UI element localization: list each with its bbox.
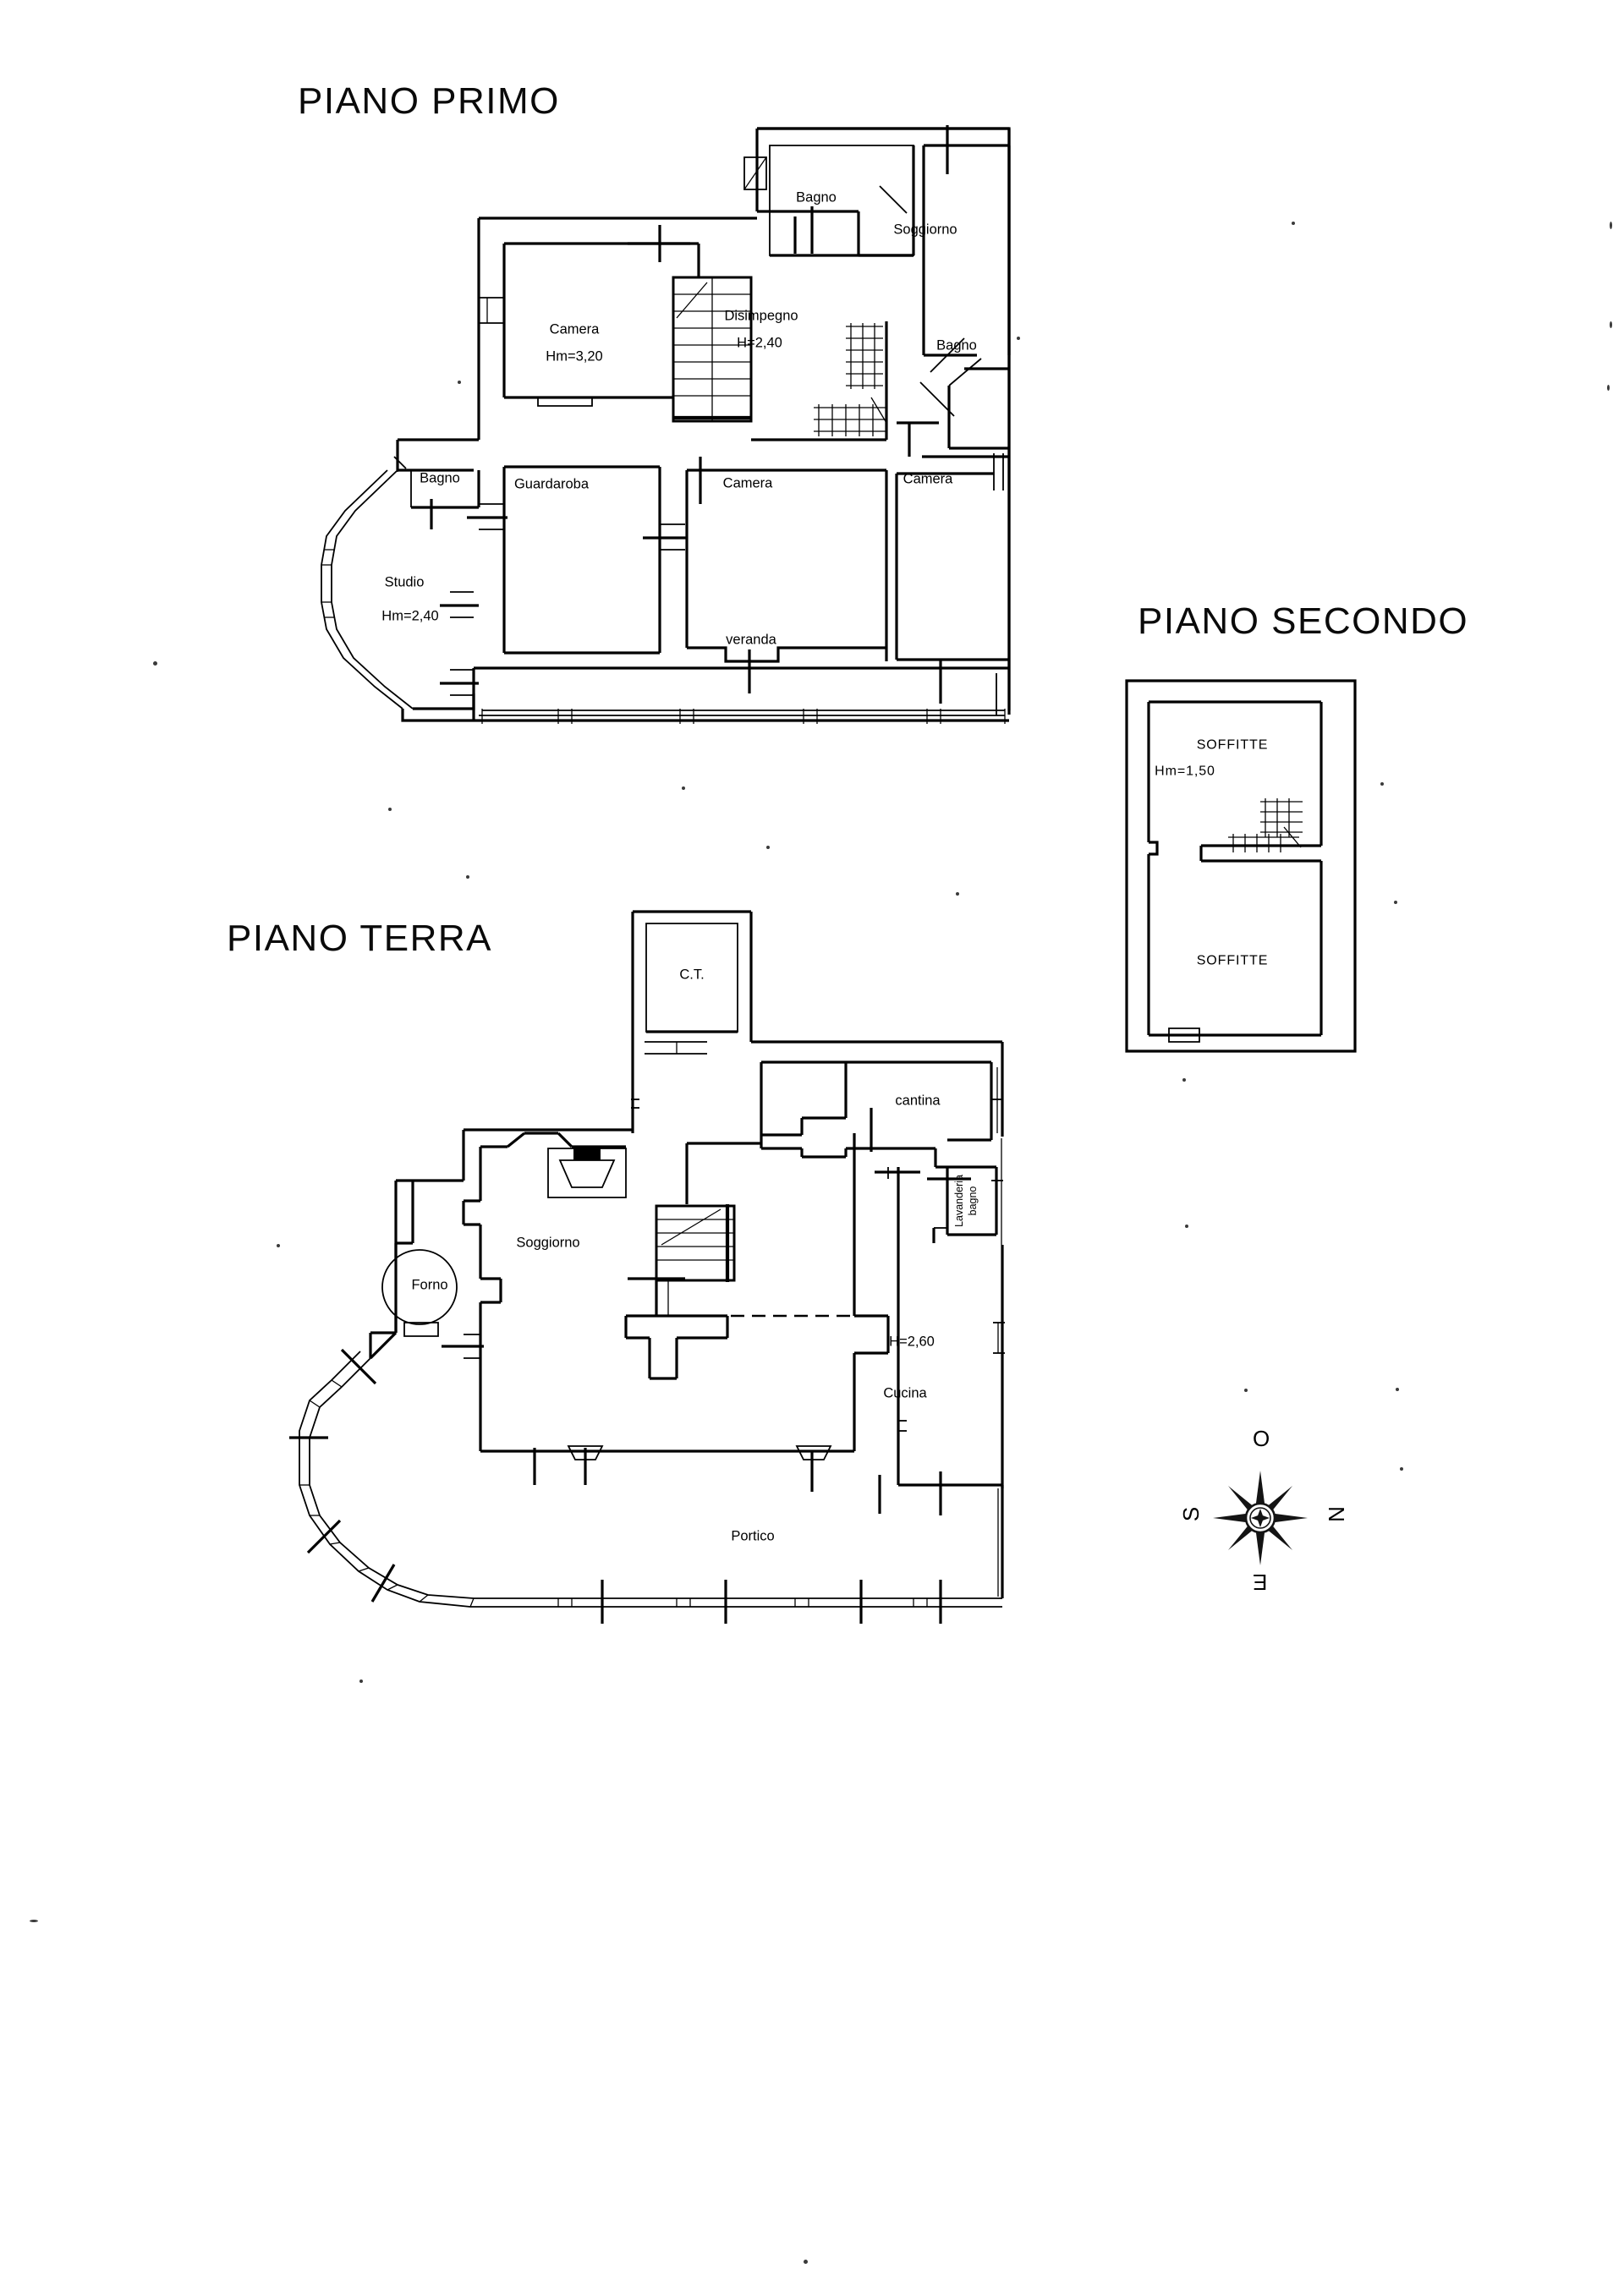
- room-label-bagno-left: Bagno: [420, 470, 460, 486]
- room-label-forno: Forno: [411, 1277, 448, 1293]
- page-title-ground-floor: PIANO TERRA: [227, 918, 492, 959]
- room-height-cucina: H=2,60: [889, 1334, 935, 1350]
- room-label-cucina: Cucina: [883, 1385, 927, 1401]
- room-label-soggiorno-gf: Soggiorno: [516, 1235, 580, 1251]
- room-label-soffitte-upper: SOFFITTE: [1196, 737, 1269, 753]
- room-height-camera-nw: Hm=3,20: [546, 348, 603, 364]
- room-height-disimpegno: H=2,40: [737, 335, 782, 351]
- compass-label-north: N: [1323, 1506, 1349, 1522]
- room-label-bagno-right: Bagno: [936, 337, 977, 353]
- room-height-studio: Hm=2,40: [381, 608, 439, 624]
- room-label-camera-nw: Camera: [549, 321, 600, 337]
- room-label-bagno-lavanderia: bagno: [967, 1186, 979, 1216]
- room-label-soggiorno: Soggiorno: [893, 222, 957, 238]
- room-label-lavanderia: Lavanderia: [953, 1175, 965, 1227]
- room-label-camera-east: Camera: [903, 471, 953, 487]
- room-height-soffitte-upper: Hm=1,50: [1155, 764, 1215, 779]
- room-label-portico: Portico: [731, 1528, 775, 1544]
- room-label-disimpegno: Disimpegno: [724, 308, 798, 324]
- room-label-studio: Studio: [384, 574, 425, 590]
- compass-rose-icon: [1213, 1471, 1308, 1565]
- page-title-first-floor: PIANO PRIMO: [298, 80, 560, 122]
- page-title-second-floor: PIANO SECONDO: [1138, 600, 1469, 642]
- compass-label-east: E: [1253, 1570, 1268, 1595]
- room-label-camera-mid: Camera: [722, 475, 773, 491]
- room-label-soffitte-lower: SOFFITTE: [1196, 953, 1269, 968]
- compass-label-west: O: [1253, 1426, 1270, 1451]
- room-label-ct: C.T.: [679, 967, 705, 983]
- room-label-cantina: cantina: [895, 1093, 941, 1109]
- room-label-guardaroba: Guardaroba: [513, 476, 590, 492]
- compass-label-south: S: [1178, 1506, 1204, 1522]
- room-label-veranda: veranda: [726, 632, 776, 648]
- room-label-bagno-top: Bagno: [796, 189, 837, 205]
